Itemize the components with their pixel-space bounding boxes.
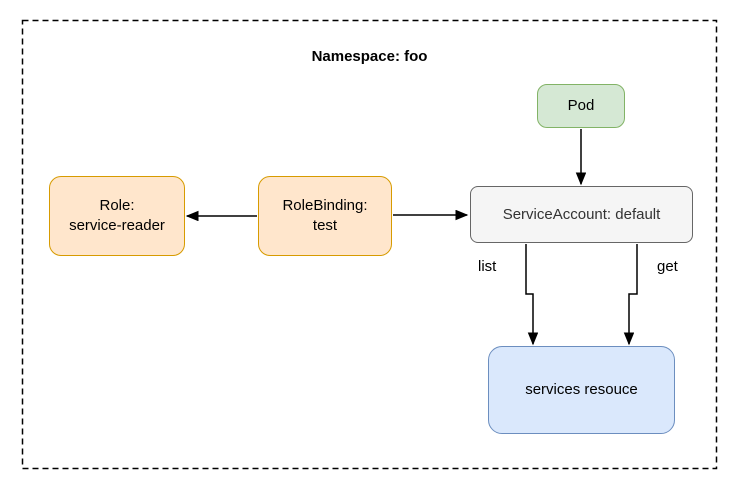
rolebinding-label-line1: RoleBinding: (282, 197, 368, 214)
edge-serviceaccount-get-to-services (629, 244, 638, 344)
node-pod: Pod (537, 84, 625, 128)
pod-label: Pod (567, 97, 595, 114)
role-label-line2: service-reader (69, 217, 165, 234)
serviceaccount-label: ServiceAccount: default (502, 205, 661, 223)
node-services-resource: services resouce (488, 346, 675, 434)
rolebinding-label-line2: test (312, 217, 338, 234)
node-rolebinding: RoleBinding: test (258, 176, 392, 256)
node-serviceaccount: ServiceAccount: default (470, 186, 693, 243)
edge-label-list: list (476, 258, 499, 275)
edge-serviceaccount-list-to-services (525, 244, 533, 344)
node-role: Role: service-reader (49, 176, 185, 256)
services-resource-label: services resouce (525, 381, 638, 398)
edge-label-get: get (655, 258, 680, 275)
namespace-title: Namespace: foo (311, 48, 428, 65)
role-label-line1: Role: (99, 197, 135, 214)
